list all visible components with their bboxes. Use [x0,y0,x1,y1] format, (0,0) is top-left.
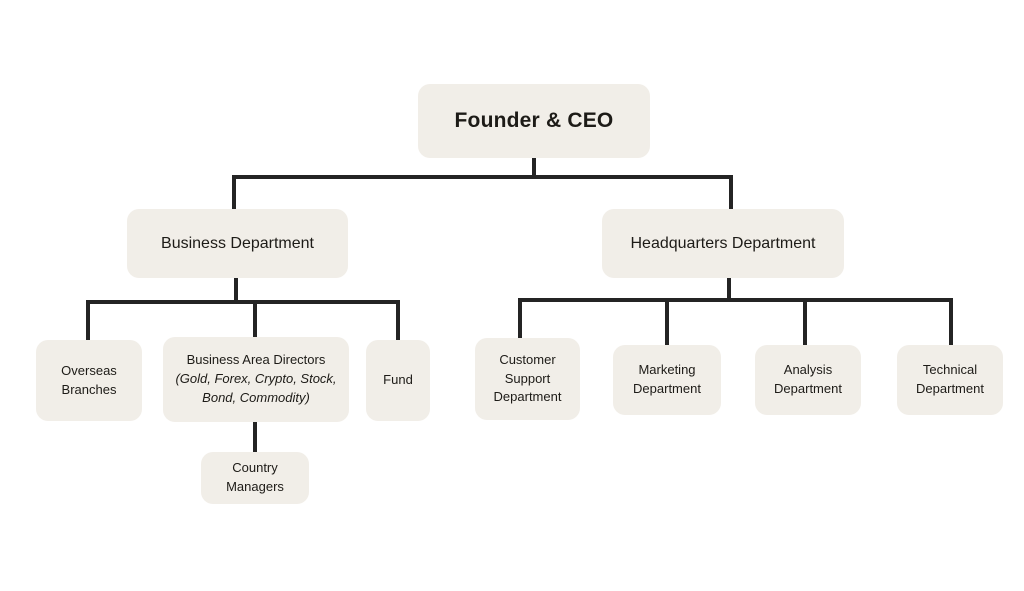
node-fund: Fund [366,340,430,421]
node-founder-ceo: Founder & CEO [418,84,650,158]
connector-drop-customer [518,298,522,338]
node-technical-department-label: Technical Department [916,362,984,396]
connector-business-stem [234,277,238,304]
node-marketing-department-label: Marketing Department [633,362,701,396]
connector-business-rail [86,300,400,304]
node-overseas-branches-label: Overseas Branches [61,362,117,397]
node-business-department: Business Department [127,209,348,278]
node-analysis-department-label: Analysis Department [774,362,842,396]
node-business-area-directors-label: Business Area Directors [186,352,326,368]
connector-drop-headquarters [729,175,733,210]
node-customer-support-department: Customer Support Department [475,338,580,420]
node-country-managers-label: Country Managers [226,460,284,494]
node-marketing-department: Marketing Department [613,345,721,415]
node-founder-ceo-label: Founder & CEO [454,108,614,132]
node-headquarters-department: Headquarters Department [602,209,844,278]
node-business-department-label: Business Department [161,234,314,252]
connector-drop-technical [949,298,953,345]
node-headquarters-department-label: Headquarters Department [630,234,816,252]
connector-drop-overseas [86,300,90,340]
connector-ceo-rail [232,175,733,179]
node-overseas-branches: Overseas Branches [36,340,142,421]
node-fund-label: Fund [383,372,413,388]
connector-drop-fund [396,300,400,340]
connector-drop-marketing [665,298,669,345]
node-business-area-directors-sublabel: (Gold, Forex, Crypto, Stock, Bond, Commo… [175,371,337,405]
node-country-managers: Country Managers [201,452,309,504]
node-customer-support-department-label: Customer Support Department [493,351,562,405]
connector-headquarters-rail [518,298,953,302]
connector-ceo-stem [532,157,536,178]
node-analysis-department: Analysis Department [755,345,861,415]
connector-headquarters-stem [727,277,731,302]
connector-drop-country [253,422,257,453]
node-technical-department: Technical Department [897,345,1003,415]
connector-drop-business [232,175,236,210]
connector-drop-analysis [803,298,807,345]
node-business-area-directors: Business Area Directors (Gold, Forex, Cr… [163,337,349,422]
connector-drop-directors [253,300,257,337]
